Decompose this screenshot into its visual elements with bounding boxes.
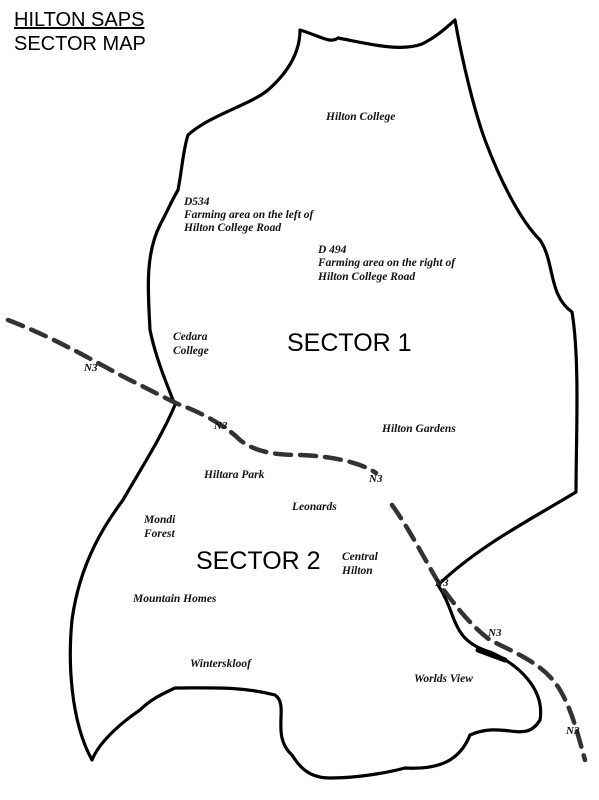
place-central: Central (342, 551, 378, 563)
place-hilton-college: Hilton College (326, 111, 396, 123)
place-d534: D534 (184, 196, 210, 208)
sector-1-label: SECTOR 1 (287, 329, 412, 357)
place-winterskloof: Winterskloof (190, 658, 251, 670)
sector-2-label: SECTOR 2 (196, 547, 321, 575)
place-hiltara-park: Hiltara Park (204, 469, 265, 481)
place-d534-desc-line2: Hilton College Road (184, 222, 282, 234)
place-worlds-view: Worlds View (414, 673, 473, 685)
place-central-hilton: Hilton (342, 565, 373, 577)
place-cedara-college: College (173, 345, 209, 357)
place-d494-desc-line1: Farming area on the right of (318, 257, 456, 269)
place-mondi: Mondi (144, 514, 176, 526)
road-label-n3: N3 (214, 420, 228, 432)
place-mondi-forest: Forest (144, 528, 175, 540)
place-d494: D 494 (318, 244, 347, 256)
n3-road-west (5, 317, 379, 476)
map-title: HILTON SAPS (14, 9, 145, 31)
place-d534-desc-line1: Farming area on the left of (184, 209, 314, 221)
sector-boundary (68, 18, 579, 780)
road-label-n3: N3 (488, 627, 502, 639)
road-label-n3: N3 (566, 725, 580, 737)
place-leonards: Leonards (292, 501, 337, 513)
place-hilton-gardens: Hilton Gardens (382, 423, 456, 435)
place-cedara: Cedara (173, 331, 208, 343)
place-mountain-homes: Mountain Homes (133, 593, 217, 605)
n3-junction-segment (475, 647, 508, 663)
n3-road-east (389, 502, 588, 763)
road-label-n3: N3 (369, 473, 383, 485)
road-label-n3: N3 (84, 362, 98, 374)
map-subtitle: SECTOR MAP (14, 33, 146, 55)
place-d494-desc-line2: Hilton College Road (318, 271, 416, 283)
road-label-n3: N3 (435, 577, 449, 589)
